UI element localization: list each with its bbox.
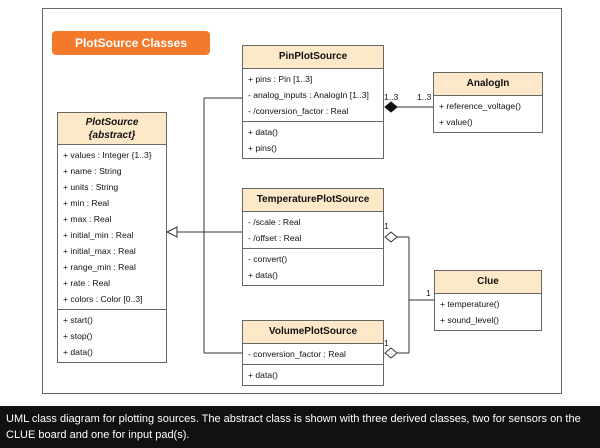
- attribute-row: - /conversion_factor : Real: [248, 106, 349, 116]
- class-volumeplotsource-methods: + data(): [243, 365, 383, 385]
- class-temperatureplotsource: TemperaturePlotSource - /scale : Real - …: [242, 188, 384, 286]
- method-row: + data(): [248, 127, 278, 137]
- class-pinplotsource-attributes: + pins : Pin [1..3] - analog_inputs : An…: [243, 69, 383, 122]
- attribute-row: - analog_inputs : AnalogIn [1..3]: [248, 90, 369, 100]
- member-row: + temperature(): [440, 299, 500, 309]
- class-temperatureplotsource-name: TemperaturePlotSource: [243, 189, 383, 212]
- attribute-row: - conversion_factor : Real: [248, 349, 346, 359]
- class-plotsource-header: PlotSource {abstract}: [58, 113, 166, 145]
- multiplicity-clue: 1: [426, 288, 431, 298]
- aggregation-diamond-volume: [384, 347, 398, 359]
- class-clue-members: + temperature() + sound_level(): [435, 294, 541, 330]
- attribute-row: + range_min : Real: [63, 262, 136, 272]
- method-row: + data(): [63, 347, 93, 357]
- class-analogin-members: + reference_voltage() + value(): [434, 96, 542, 132]
- class-plotsource-methods: + start() + stop() + data(): [58, 310, 166, 362]
- attribute-row: - /scale : Real: [248, 217, 301, 227]
- method-row: + start(): [63, 315, 93, 325]
- class-volumeplotsource-attributes: - conversion_factor : Real: [243, 344, 383, 365]
- aggregation-diamond-temp: [384, 231, 398, 243]
- class-plotsource-name: PlotSource: [85, 117, 139, 128]
- multiplicity-volume: 1: [384, 338, 389, 348]
- method-row: + data(): [248, 270, 278, 280]
- multiplicity-temp: 1: [384, 221, 389, 231]
- class-volumeplotsource: VolumePlotSource - conversion_factor : R…: [242, 320, 384, 386]
- diagram-title: PlotSource Classes: [52, 31, 210, 55]
- attribute-row: + name : String: [63, 166, 122, 176]
- class-plotsource-attributes: + values : Integer {1..3} + name : Strin…: [58, 145, 166, 310]
- member-row: + sound_level(): [440, 315, 499, 325]
- class-analogin-name: AnalogIn: [434, 73, 542, 96]
- class-volumeplotsource-name: VolumePlotSource: [243, 321, 383, 344]
- composition-diamond: [384, 101, 398, 113]
- class-plotsource: PlotSource {abstract} + values : Integer…: [57, 112, 167, 363]
- attribute-row: + initial_max : Real: [63, 246, 136, 256]
- class-pinplotsource-name: PinPlotSource: [243, 46, 383, 69]
- attribute-row: + units : String: [63, 182, 119, 192]
- member-row: + value(): [439, 117, 473, 127]
- multiplicity-analogin: 1..3: [417, 92, 432, 102]
- class-temperatureplotsource-attributes: - /scale : Real - /offset : Real: [243, 212, 383, 249]
- attribute-row: + values : Integer {1..3}: [63, 150, 152, 160]
- generalization-arrowhead: [165, 226, 178, 238]
- method-row: + data(): [248, 370, 278, 380]
- attribute-row: + min : Real: [63, 198, 110, 208]
- attribute-row: - /offset : Real: [248, 233, 302, 243]
- attribute-row: + pins : Pin [1..3]: [248, 74, 313, 84]
- attribute-row: + max : Real: [63, 214, 112, 224]
- method-row: - convert(): [248, 254, 288, 264]
- class-temperatureplotsource-methods: - convert() + data(): [243, 249, 383, 285]
- class-analogin: AnalogIn + reference_voltage() + value(): [433, 72, 543, 133]
- multiplicity-pin: 1..3: [384, 92, 399, 102]
- member-row: + reference_voltage(): [439, 101, 521, 111]
- method-row: + stop(): [63, 331, 93, 341]
- class-clue: Clue + temperature() + sound_level(): [434, 270, 542, 331]
- attribute-row: + initial_min : Real: [63, 230, 134, 240]
- method-row: + pins(): [248, 143, 277, 153]
- class-clue-name: Clue: [435, 271, 541, 294]
- attribute-row: + rate : Real: [63, 278, 111, 288]
- attribute-row: + colors : Color [0..3]: [63, 294, 143, 304]
- figure-caption: UML class diagram for plotting sources. …: [0, 406, 600, 448]
- class-plotsource-stereotype: {abstract}: [88, 130, 136, 141]
- class-pinplotsource: PinPlotSource + pins : Pin [1..3] - anal…: [242, 45, 384, 159]
- class-pinplotsource-methods: + data() + pins(): [243, 122, 383, 158]
